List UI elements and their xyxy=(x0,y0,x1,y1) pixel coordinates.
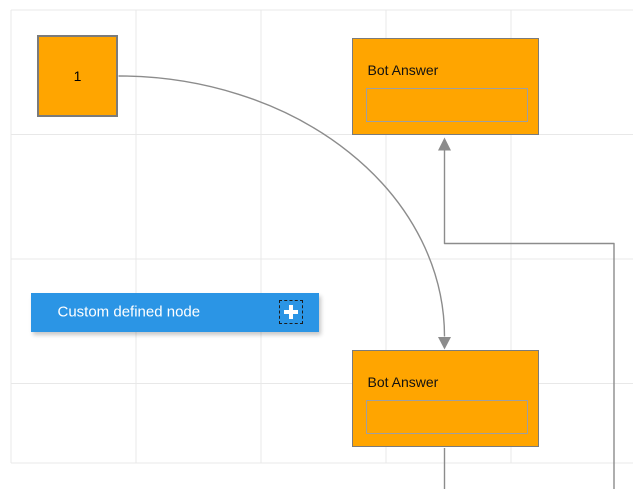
bot-answer-bottom-title: Bot Answer xyxy=(367,374,439,390)
arrowhead-up-icon xyxy=(438,137,451,151)
bot-answer-top-title: Bot Answer xyxy=(367,61,439,78)
node-start[interactable]: 1 xyxy=(37,35,118,117)
arrowhead-down-icon xyxy=(438,337,451,350)
plus-icon[interactable] xyxy=(278,300,303,324)
connector-arrowheads xyxy=(438,137,451,350)
node-bot-answer-bottom[interactable]: Bot Answer xyxy=(351,350,539,447)
connectors xyxy=(118,75,615,489)
node-custom-defined[interactable]: Custom defined node xyxy=(30,292,319,332)
connector-curve[interactable] xyxy=(118,75,446,337)
plus-icon-bar xyxy=(288,305,293,319)
node-bot-answer-top[interactable]: Bot Answer xyxy=(351,37,539,135)
node-start-label: 1 xyxy=(73,68,82,84)
bot-answer-bottom-field[interactable] xyxy=(365,400,528,434)
custom-node-label: Custom defined node xyxy=(57,303,201,321)
bot-answer-top-field[interactable] xyxy=(365,87,528,122)
connector-orthogonal[interactable] xyxy=(443,150,615,489)
